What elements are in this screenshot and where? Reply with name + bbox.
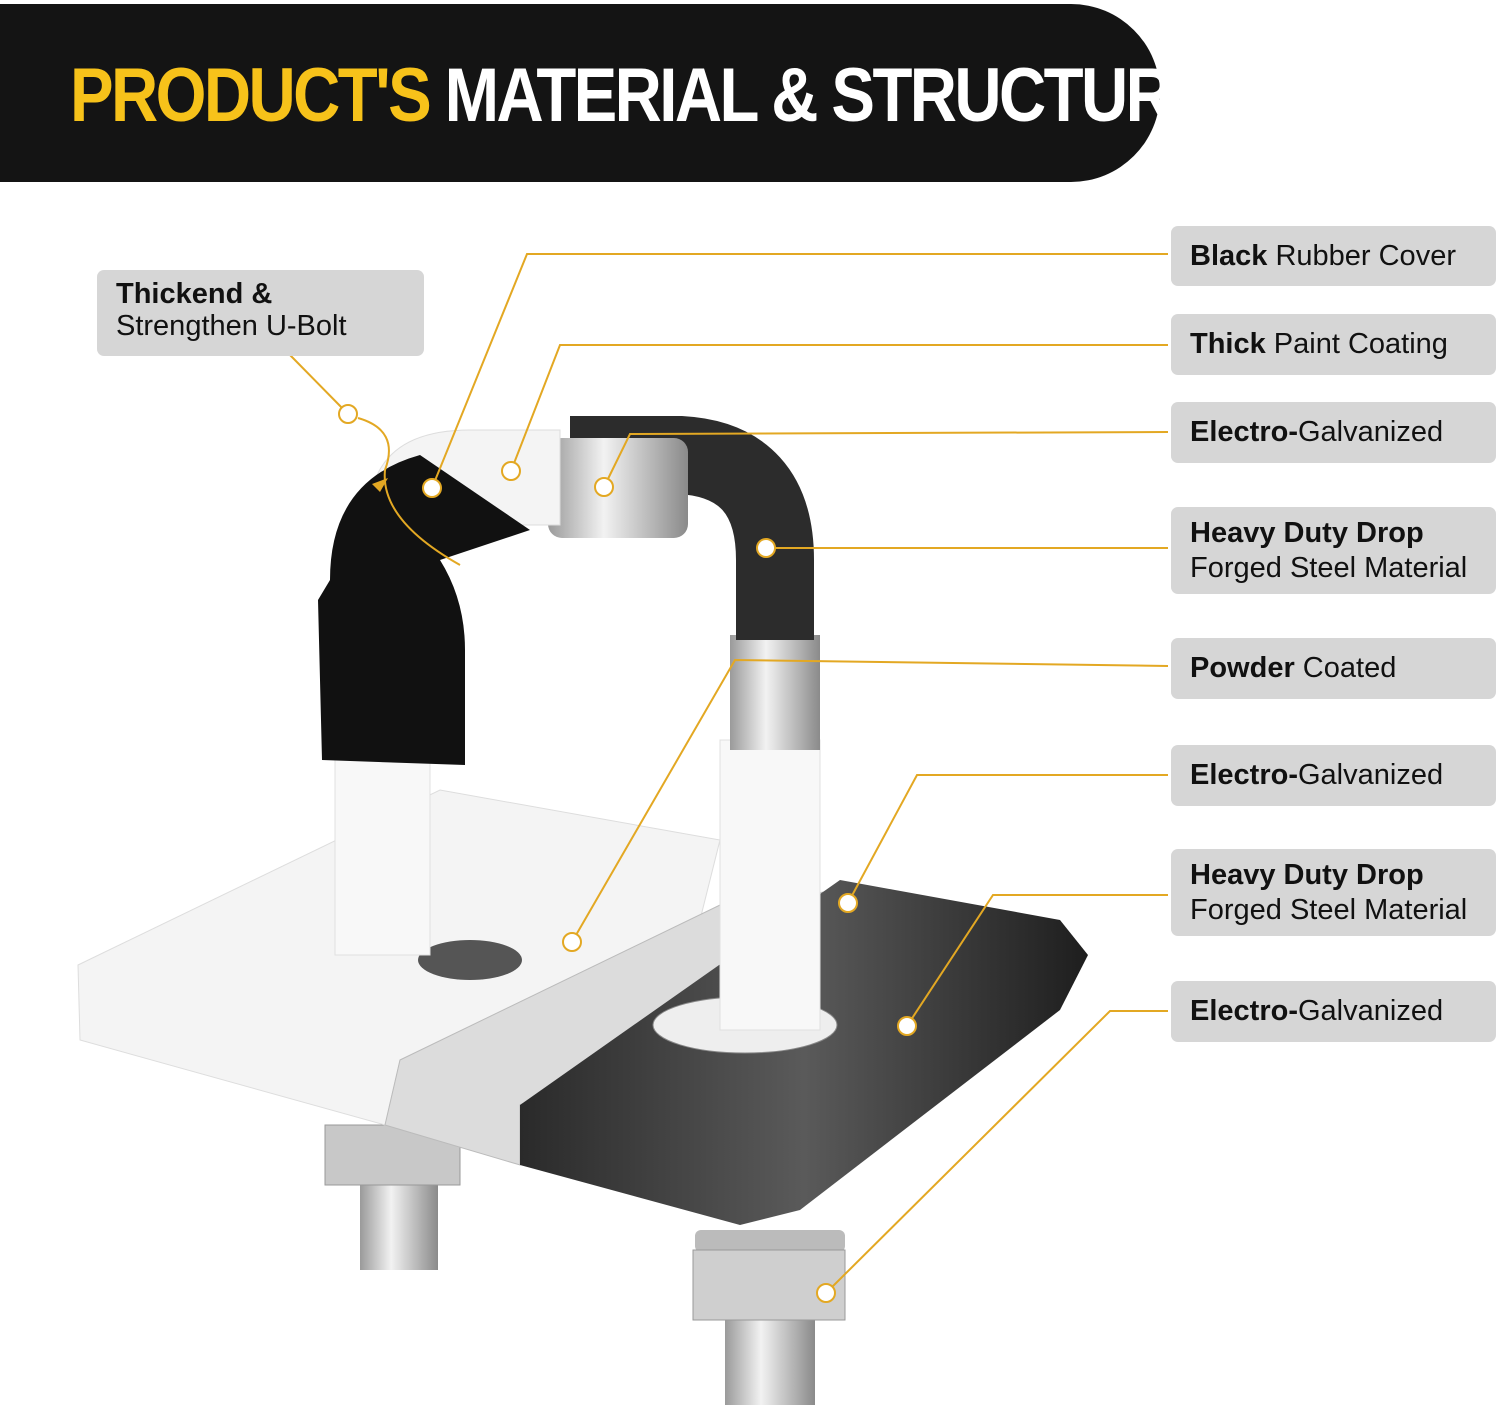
label-electro-galvanized-3: Electro-Galvanized [1171,981,1496,1042]
ubolt-label: Thickend &Strengthen U-Bolt [97,270,424,356]
leader-lines [289,253,1169,1294]
right-nut-bolt [692,1230,846,1405]
label-rubber-cover: Black Rubber Cover [1171,226,1496,286]
rubber-cover [318,455,530,765]
leader-dots [338,404,917,1303]
left-leg [334,739,431,956]
arrow-icon [372,478,388,492]
label-electro-galvanized-1: Electro-Galvanized [1171,402,1496,463]
label-powder-coated: Powder Coated [1171,638,1496,699]
page-title: PRODUCT'S MATERIAL & STRUCTURE [70,53,1214,138]
right-leg [719,739,821,1031]
label-paint-coating: Thick Paint Coating [1171,314,1496,375]
left-nut-bolt [324,1124,461,1270]
label-electro-galvanized-2: Electro-Galvanized [1171,745,1496,806]
title-banner [0,4,1160,182]
